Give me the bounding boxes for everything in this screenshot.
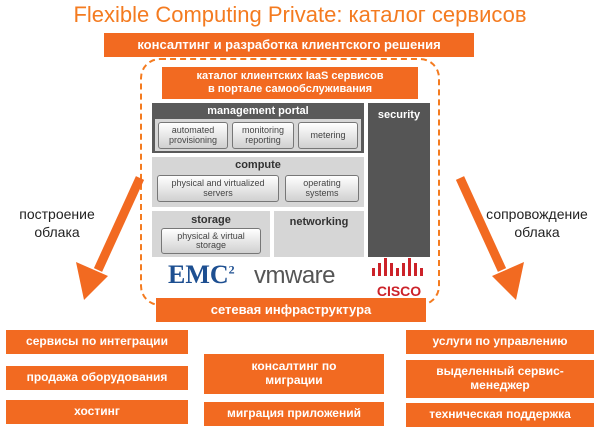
left-arrow-icon (76, 176, 145, 300)
left-service-label: продажа оборудования (26, 370, 168, 385)
integration-services-box: сервисы по интеграции (6, 330, 188, 354)
compute-item-line2: servers (203, 187, 233, 198)
mp-item-line1: monitoring (241, 125, 285, 136)
middle-service-line1: консалтинг по (251, 359, 337, 374)
emc-logo-text: EMC (168, 260, 229, 289)
support-cloud-line1: сопровождение (486, 206, 588, 222)
mp-item-line1: metering (310, 129, 346, 140)
right-service-line1: услуги по управлению (432, 334, 568, 349)
support-cloud-line2: облака (514, 223, 560, 240)
management-services-box: услуги по управлению (406, 330, 594, 354)
compute-item-line1: operating (303, 178, 341, 189)
application-migration-box: миграция приложений (204, 402, 384, 426)
support-cloud-label: сопровождение облака (474, 206, 600, 241)
right-service-line2: менеджер (470, 378, 530, 392)
page-title: Flexible Computing Private: каталог серв… (73, 2, 527, 27)
right-service-line1: техническая поддержка (429, 407, 571, 422)
security-panel: security (368, 103, 430, 257)
hosting-box: хостинг (6, 400, 188, 424)
security-label: security (377, 109, 421, 121)
left-service-label: хостинг (74, 404, 120, 419)
networking-panel: networking (274, 211, 364, 257)
consulting-banner: консалтинг и разработка клиентского реше… (104, 33, 474, 57)
left-service-label: сервисы по интеграции (26, 334, 168, 349)
management-portal-panel: management portal automated provisioning… (152, 103, 364, 153)
build-cloud-label: построение облака (2, 206, 112, 241)
network-infrastructure-label: сетевая инфраструктура (210, 301, 372, 317)
build-cloud-line1: построение (19, 206, 95, 222)
compute-label: compute (235, 159, 281, 171)
iaas-catalog-line2: в портале самообслуживания (207, 83, 373, 95)
storage-item-line2: storage (195, 240, 227, 250)
compute-item-line2: systems (305, 187, 339, 198)
vmware-logo: vmware (254, 262, 336, 290)
middle-service-line1: миграция приложений (227, 406, 361, 421)
servers-box: physical and virtualized servers (157, 175, 279, 202)
automated-provisioning-box: automated provisioning (158, 122, 228, 149)
physical-virtual-storage-box: physical & virtual storage (161, 228, 261, 254)
metering-box: metering (298, 122, 358, 149)
right-arrow-icon (455, 176, 524, 300)
emc-logo: EMC2 (168, 260, 235, 290)
vmware-logo-text: vmware (254, 262, 336, 289)
migration-consulting-box: консалтинг по миграции (204, 354, 384, 394)
operating-systems-box: operating systems (285, 175, 359, 202)
compute-item-line1: physical and virtualized (171, 178, 265, 189)
hardware-sales-box: продажа оборудования (6, 366, 188, 390)
dedicated-manager-box: выделенный сервис- менеджер (406, 360, 594, 398)
mp-item-line1: automated (171, 125, 215, 136)
storage-item-line1: physical & virtual (177, 230, 245, 241)
cisco-bars-icon (372, 258, 423, 276)
mp-item-line2: provisioning (168, 134, 218, 145)
compute-panel: compute physical and virtualized servers… (152, 157, 364, 207)
iaas-catalog-line1: каталог клиентских IaaS сервисов (196, 70, 384, 83)
consulting-banner-label: консалтинг и разработка клиентского реше… (137, 36, 441, 52)
storage-label: storage (191, 214, 231, 226)
storage-panel: storage physical & virtual storage (152, 211, 270, 257)
mp-item-line2: reporting (245, 134, 281, 145)
management-portal-label: management portal (207, 105, 309, 117)
cisco-logo: CISCO (368, 258, 430, 299)
monitoring-reporting-box: monitoring reporting (232, 122, 294, 149)
network-infrastructure-banner: сетевая инфраструктура (156, 298, 426, 322)
technical-support-box: техническая поддержка (406, 403, 594, 427)
networking-label: networking (289, 216, 349, 228)
iaas-catalog-box: каталог клиентских IaaS сервисов в порта… (162, 67, 418, 99)
middle-service-line2: миграции (265, 373, 323, 387)
cisco-logo-text: CISCO (376, 283, 422, 299)
emc-logo-sup: 2 (228, 262, 235, 277)
build-cloud-line2: облака (34, 223, 80, 240)
right-service-line1: выделенный сервис- (436, 364, 564, 379)
